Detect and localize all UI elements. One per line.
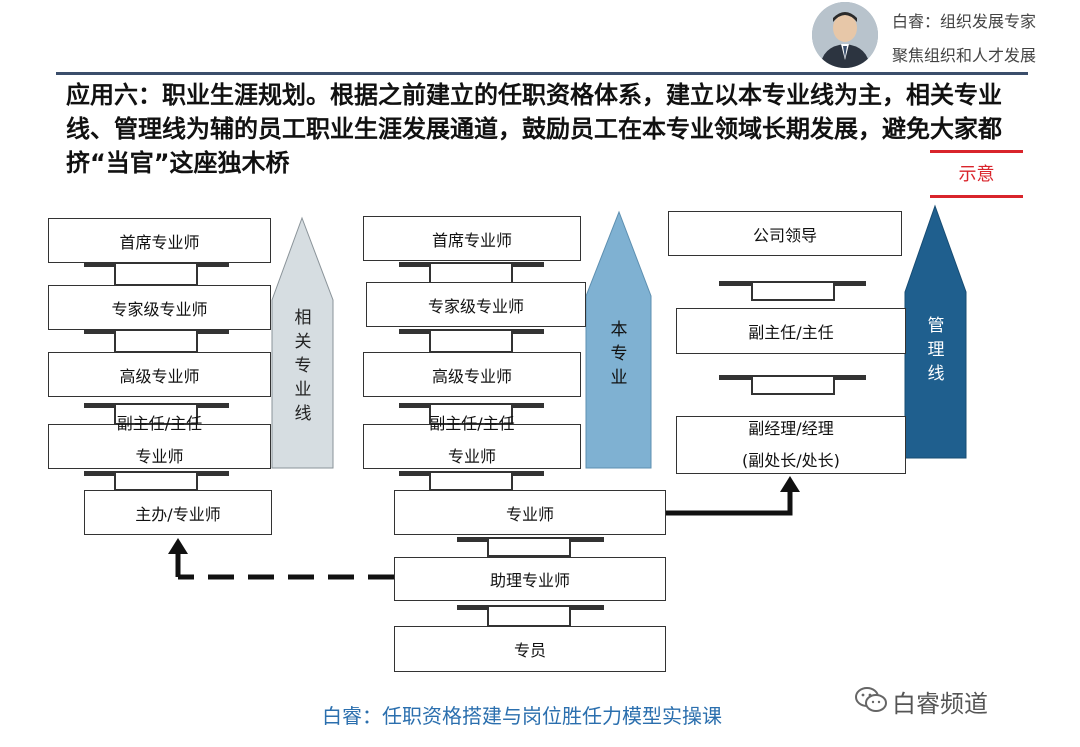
- box-label: 首席专业师: [431, 230, 512, 250]
- to-management-arrow: [666, 476, 800, 516]
- box-label: 专员: [513, 641, 546, 660]
- box-label: 专业师: [135, 446, 184, 466]
- main-box-assistant: 助理专业师: [394, 557, 666, 601]
- connector-related-3: [84, 403, 229, 425]
- mgmt-box-leader: 公司领导: [668, 211, 902, 256]
- tag-label: 示意: [958, 164, 995, 185]
- label-char: 管: [927, 316, 945, 336]
- box-label: 专业师: [447, 446, 496, 466]
- connector-main-6: [457, 605, 604, 627]
- course-footer: 白睿：任职资格搭建与岗位胜任力模型实操课: [322, 704, 722, 728]
- label-char: 线: [294, 404, 312, 424]
- connector-related-2: [84, 329, 229, 353]
- connector-main-3: [399, 403, 544, 425]
- box-label: 专业师: [505, 504, 554, 524]
- box-label: 首席专业师: [119, 232, 200, 252]
- mgmt-box-director: 副主任/主任: [676, 308, 906, 354]
- main-connectors: [399, 262, 604, 627]
- main-box-chief: 首席专业师: [363, 216, 581, 261]
- to-related-dashed-arrow: [168, 538, 394, 580]
- label-char: 专: [294, 356, 312, 376]
- box-label: 高级专业师: [119, 366, 200, 386]
- related-box-director: 副主任/主任 专业师: [48, 414, 271, 469]
- illustration-tag: 示意: [930, 150, 1023, 198]
- mgmt-box-manager: 副经理/经理 (副处长/处长): [676, 416, 906, 474]
- related-connectors: [84, 262, 229, 491]
- connector-mgmt-2: [719, 375, 866, 395]
- label-char: 本: [610, 320, 628, 340]
- connector-main-4: [399, 471, 544, 491]
- main-line-arrow: [585, 210, 652, 469]
- label-char: 业: [610, 368, 628, 388]
- avatar: [812, 2, 878, 68]
- main-box-clerk: 专员: [394, 626, 666, 672]
- wechat-icon: [854, 686, 888, 718]
- mgmt-connectors: [719, 281, 866, 395]
- box-label: 专家级专业师: [111, 299, 208, 319]
- connector-mgmt-1: [719, 281, 866, 301]
- box-label: 副主任/主任: [429, 413, 515, 433]
- box-label: 副主任/主任: [748, 323, 834, 342]
- label-char: 线: [927, 364, 945, 384]
- box-label: 高级专业师: [431, 366, 512, 386]
- main-box-expert: 专家级专业师: [366, 282, 586, 327]
- connector-related-4: [84, 471, 229, 491]
- main-line-label: 本 专 业: [608, 318, 630, 390]
- box-label: 专家级专业师: [427, 296, 524, 316]
- main-box-specialist: 专业师: [394, 490, 666, 535]
- label-char: 相: [294, 308, 312, 328]
- box-label: 主办/专业师: [135, 504, 221, 524]
- label-char: 关: [294, 332, 312, 352]
- related-box-chief: 首席专业师: [48, 218, 271, 263]
- related-line-label: 相 关 专 业 线: [292, 306, 314, 426]
- channel-watermark: 白睿频道: [892, 690, 988, 718]
- related-box-senior: 高级专业师: [48, 352, 271, 397]
- box-label: 助理专业师: [489, 571, 570, 590]
- slide-title: 应用六：职业生涯规划。根据之前建立的任职资格体系，建立以本专业线为主，相关专业线…: [66, 81, 1002, 177]
- related-box-assistant: 主办/专业师: [84, 490, 272, 535]
- related-line-arrow: [271, 216, 334, 469]
- mgmt-line-label: 管 理 线: [925, 314, 947, 386]
- author-subtitle: 聚焦组织和人才发展: [892, 46, 1037, 65]
- main-box-senior: 高级专业师: [363, 352, 581, 397]
- header-rule: [56, 72, 1028, 75]
- box-label: 公司领导: [752, 225, 817, 245]
- connector-main-2: [399, 329, 544, 353]
- main-box-director: 副主任/主任 专业师: [363, 414, 581, 469]
- box-label: (副处长/处长): [742, 451, 840, 470]
- box-label: 副主任/主任: [116, 413, 203, 433]
- label-char: 业: [294, 380, 312, 400]
- label-char: 专: [610, 344, 628, 364]
- box-label: 副经理/经理: [748, 419, 834, 438]
- author-title: 白睿：组织发展专家: [892, 12, 1037, 31]
- connector-main-5: [457, 537, 604, 557]
- label-char: 理: [927, 340, 945, 360]
- connector-related-1: [84, 262, 229, 286]
- related-box-expert: 专家级专业师: [48, 285, 271, 330]
